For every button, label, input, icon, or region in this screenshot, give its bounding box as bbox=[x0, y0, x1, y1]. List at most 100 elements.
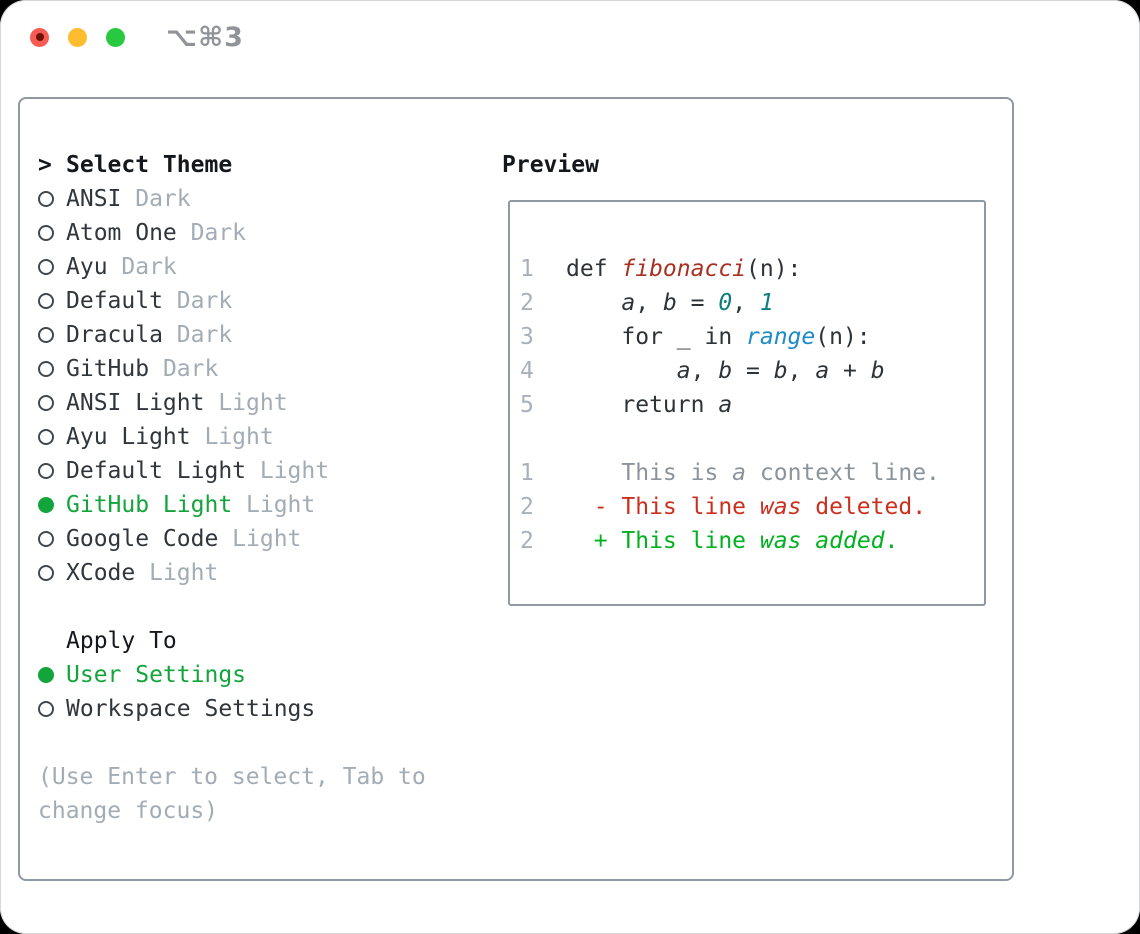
close-button[interactable] bbox=[30, 27, 49, 47]
theme-name: GitHub Light bbox=[66, 492, 233, 518]
code-line: 2 - This line was deleted. bbox=[510, 490, 984, 524]
code-text: def fibonacci(n): bbox=[566, 252, 801, 286]
select-theme-label: Select Theme bbox=[66, 152, 233, 178]
code-token: (n): bbox=[815, 324, 871, 350]
radio-icon bbox=[38, 531, 54, 547]
code-token bbox=[566, 358, 677, 384]
code-token bbox=[801, 528, 815, 554]
apply-option-user-settings[interactable]: User Settings bbox=[38, 658, 426, 692]
preview-heading: Preview bbox=[502, 152, 599, 178]
code-token: = bbox=[676, 290, 719, 316]
code-token: This is bbox=[566, 460, 733, 486]
theme-option-github[interactable]: GitHub Dark bbox=[38, 352, 426, 386]
minimize-button[interactable] bbox=[68, 27, 87, 47]
theme-variant: Light bbox=[204, 424, 274, 450]
code-line: 1 def fibonacci(n): bbox=[510, 252, 984, 286]
code-token: def bbox=[566, 256, 622, 282]
theme-name: ANSI Light bbox=[66, 390, 205, 416]
spacer bbox=[38, 726, 426, 760]
select-theme-heading: > Select Theme bbox=[38, 148, 426, 182]
theme-option-ansi-light[interactable]: ANSI Light Light bbox=[38, 386, 426, 420]
code-token: (n): bbox=[746, 256, 802, 282]
code-token: was bbox=[759, 494, 802, 520]
focus-caret-icon: > bbox=[38, 152, 52, 178]
theme-option-default-light[interactable]: Default Light Light bbox=[38, 454, 426, 488]
theme-variant: Light bbox=[246, 492, 316, 518]
radio-icon bbox=[38, 565, 54, 581]
theme-name: Default Light bbox=[66, 458, 247, 484]
code-token: context line. bbox=[746, 460, 940, 486]
code-text: return a bbox=[566, 388, 732, 422]
code-token: was bbox=[759, 528, 802, 554]
theme-variant: Light bbox=[218, 390, 288, 416]
code-line: 4 a, b = b, a + b bbox=[510, 354, 984, 388]
code-line: 5 return a bbox=[510, 388, 984, 422]
radio-selected-icon bbox=[38, 497, 54, 513]
apply-to-heading: Apply To bbox=[66, 628, 177, 654]
radio-icon bbox=[38, 327, 54, 343]
apply-option-workspace-settings[interactable]: Workspace Settings bbox=[38, 692, 426, 726]
hint-line-2: change focus) bbox=[38, 798, 219, 824]
theme-name: Google Code bbox=[66, 526, 219, 552]
line-number: 1 bbox=[520, 460, 534, 486]
code-token: a bbox=[621, 290, 636, 316]
theme-option-default[interactable]: Default Dark bbox=[38, 284, 426, 318]
code-token: a bbox=[676, 358, 691, 384]
code-token: , bbox=[690, 358, 719, 384]
code-token: . bbox=[884, 528, 899, 554]
code-token: + bbox=[829, 358, 871, 384]
code-text: + This line was added. bbox=[566, 524, 899, 558]
code-line: 3 for _ in range(n): bbox=[510, 320, 984, 354]
code-token: - This line bbox=[566, 494, 760, 520]
theme-name: Atom One bbox=[66, 220, 177, 246]
theme-name: Default bbox=[66, 288, 163, 314]
code-token: 0 bbox=[718, 290, 733, 316]
theme-option-github-light[interactable]: GitHub Light Light bbox=[38, 488, 426, 522]
theme-name: GitHub bbox=[66, 356, 150, 382]
code-token: b bbox=[718, 358, 733, 384]
code-token: range bbox=[746, 324, 816, 350]
code-token: , bbox=[635, 290, 663, 316]
theme-variant: Dark bbox=[121, 254, 177, 280]
theme-variant: Dark bbox=[190, 220, 247, 246]
code-token: a bbox=[732, 460, 747, 486]
line-number: 2 bbox=[520, 528, 534, 554]
line-number: 5 bbox=[520, 392, 534, 418]
code-token: + This line bbox=[566, 528, 760, 554]
theme-variant: Dark bbox=[162, 356, 219, 382]
code-token: = bbox=[732, 358, 774, 384]
code-token: b bbox=[773, 358, 788, 384]
window-title: ⌥⌘3 bbox=[166, 21, 244, 53]
line-number: 4 bbox=[520, 358, 534, 384]
keyboard-hint: (Use Enter to select, Tab to change focu… bbox=[38, 760, 426, 828]
titlebar: ⌥⌘3 bbox=[0, 0, 1140, 74]
theme-variant: Dark bbox=[176, 288, 233, 314]
line-number: 2 bbox=[520, 290, 534, 316]
code-token: added bbox=[815, 528, 885, 554]
maximize-button[interactable] bbox=[106, 27, 125, 47]
spacer bbox=[38, 590, 426, 624]
line-number: 1 bbox=[520, 256, 534, 282]
theme-option-ayu[interactable]: Ayu Dark bbox=[38, 250, 426, 284]
code-text: - This line was deleted. bbox=[566, 490, 926, 524]
code-line: 2 a, b = 0, 1 bbox=[510, 286, 984, 320]
code-text: This is a context line. bbox=[566, 456, 940, 490]
theme-name: Ayu bbox=[66, 254, 108, 280]
theme-variant: Light bbox=[259, 458, 330, 484]
code-token: , bbox=[732, 290, 760, 316]
radio-icon bbox=[38, 293, 54, 309]
code-token: deleted. bbox=[801, 494, 927, 520]
code-token: a bbox=[718, 392, 733, 418]
theme-option-atom-one[interactable]: Atom One Dark bbox=[38, 216, 426, 250]
code-text: a, b = b, a + b bbox=[566, 354, 885, 388]
code-token: return bbox=[566, 392, 719, 418]
code-line: 1 This is a context line. bbox=[510, 456, 984, 490]
